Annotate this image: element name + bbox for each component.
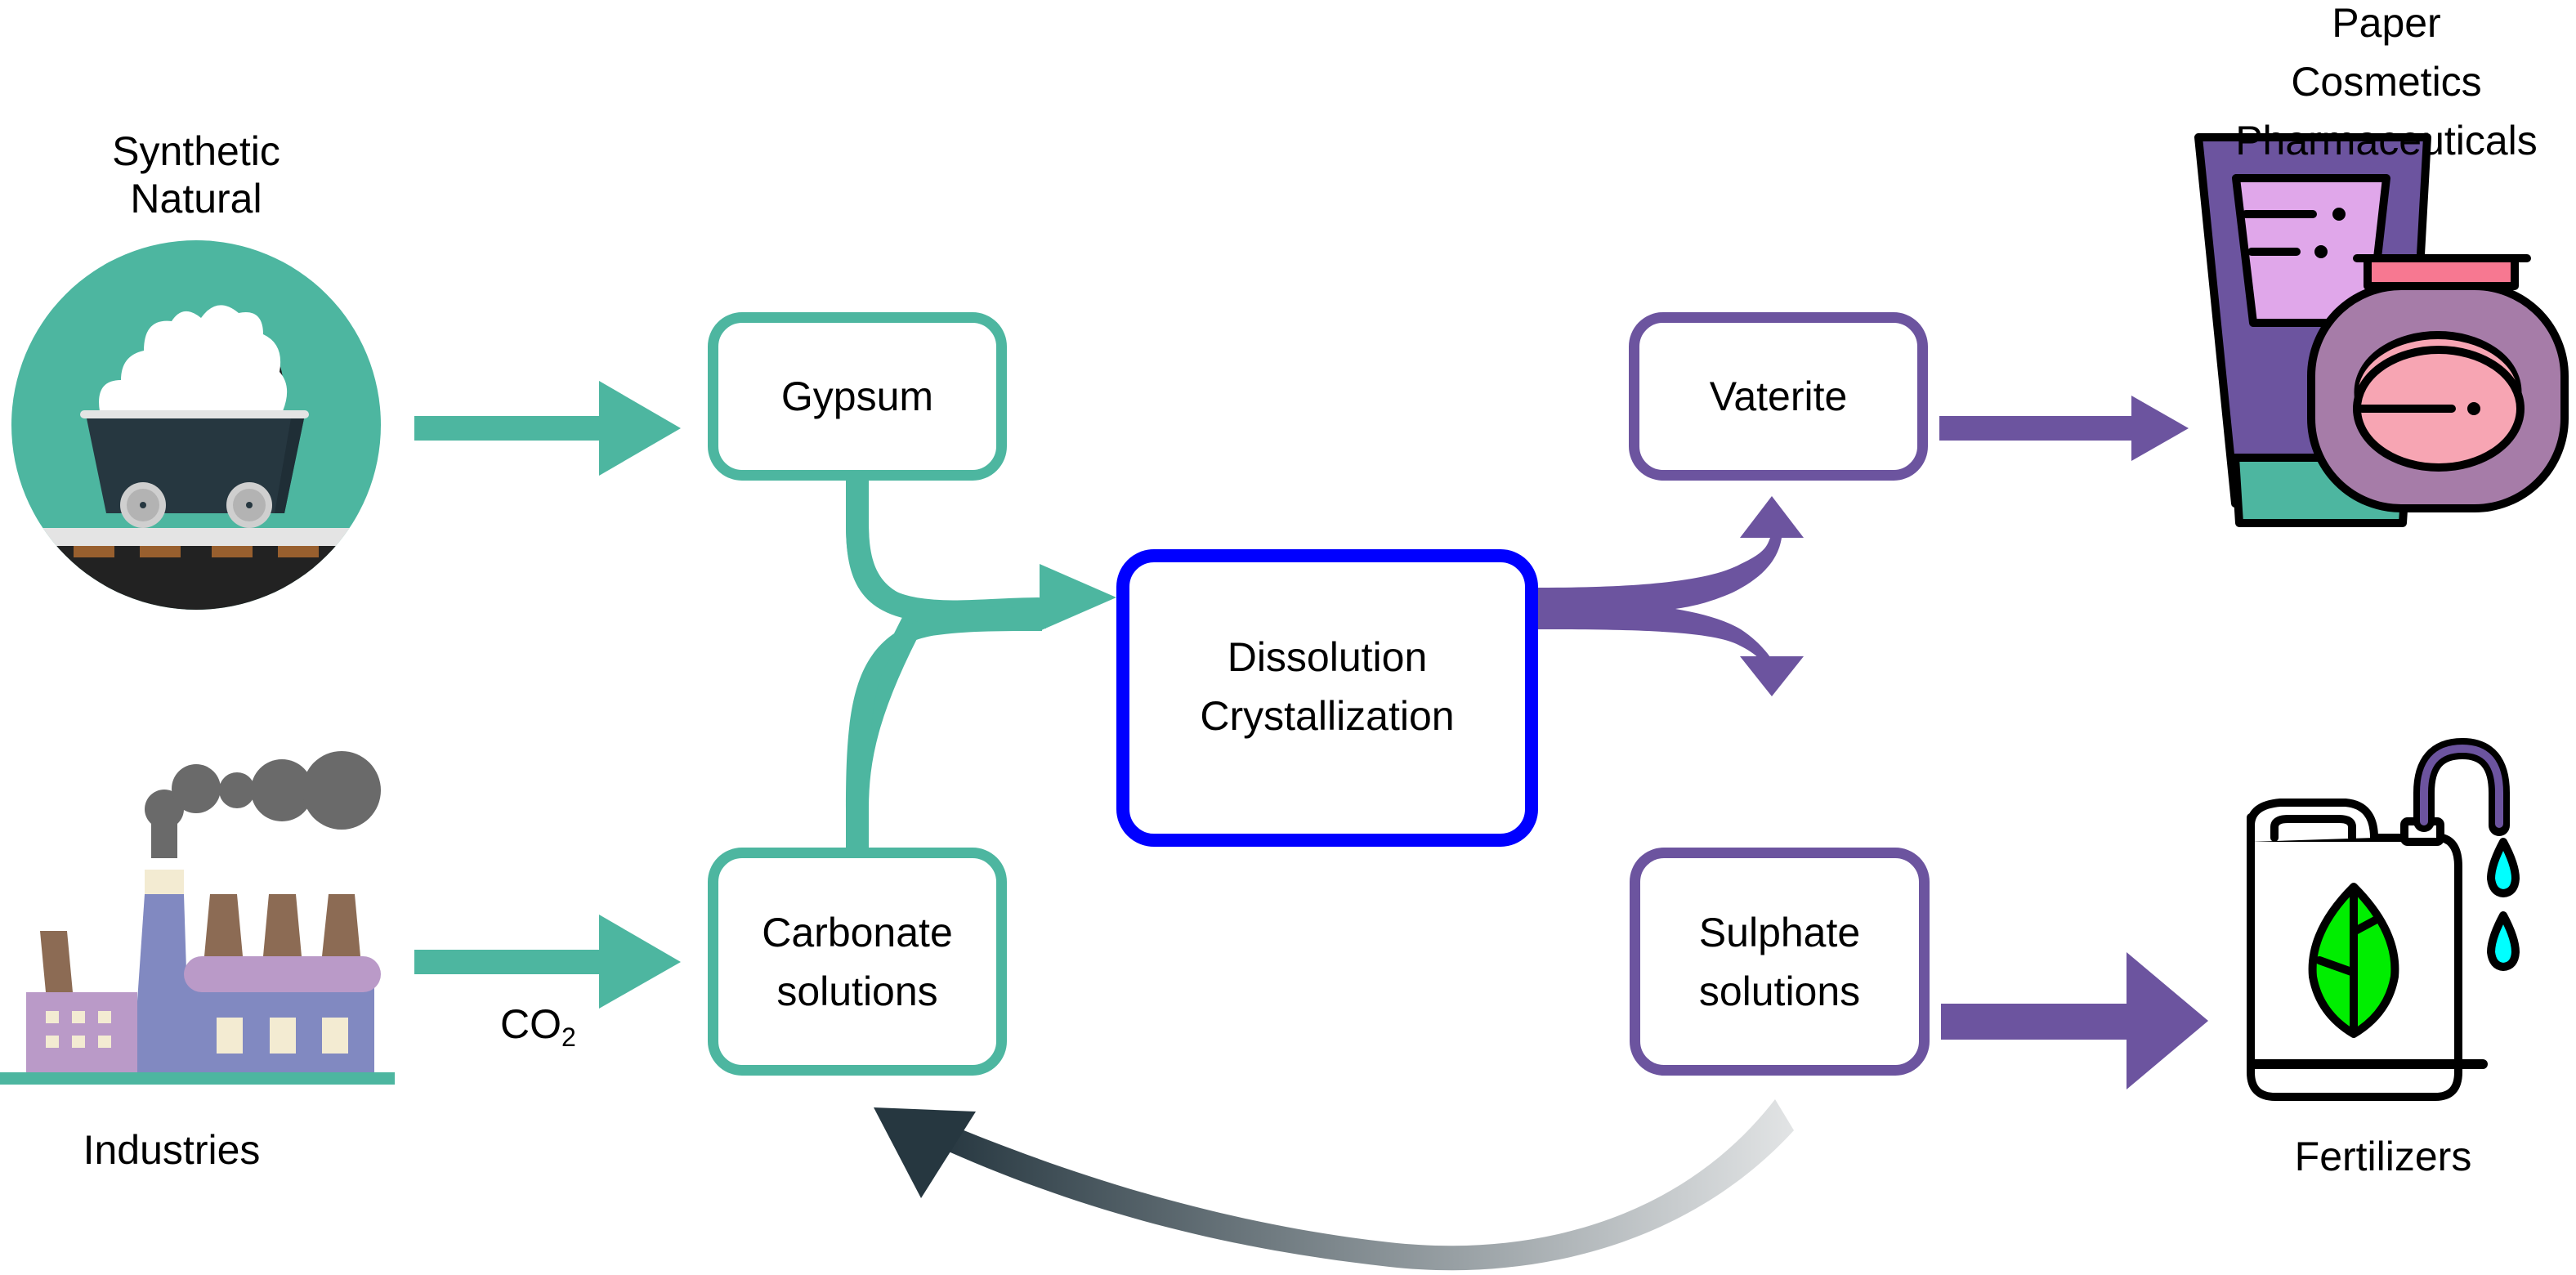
arrow-sulphate-to-fertilizers <box>1941 952 2208 1089</box>
merge-arrows <box>846 481 1116 848</box>
arrow-mine-to-gypsum <box>414 381 681 476</box>
carbonate-label-line2: solutions <box>776 968 938 1014</box>
gypsum-label: Gypsum <box>780 374 934 419</box>
recycle-arrow <box>874 1099 1794 1271</box>
mine-source-label: Synthetic Natural <box>74 128 319 222</box>
uses-line1: Paper <box>2332 0 2441 46</box>
process-label-line2: Crystallization <box>1200 693 1455 739</box>
mine-cart-icon <box>11 240 381 610</box>
vaterite-label: Vaterite <box>1709 374 1848 419</box>
uses-line2: Cosmetics <box>2291 59 2482 105</box>
fertilizers-label: Fertilizers <box>2294 1134 2472 1179</box>
arrow-vaterite-to-uses <box>1939 396 2189 461</box>
mine-label-line2: Natural <box>130 176 262 221</box>
process-label-line1: Dissolution <box>1227 634 1428 680</box>
factory-icon <box>0 751 395 1085</box>
factory-source-label: Industries <box>83 1127 261 1173</box>
process-label: Dissolution Crystallization <box>1180 628 1474 745</box>
mine-label-line1: Synthetic <box>112 128 280 174</box>
cosmetics-icon <box>2194 133 2569 527</box>
co2-label: CO2 <box>500 1000 576 1061</box>
gypsum-node[interactable]: Gypsum <box>708 312 1007 481</box>
vaterite-node[interactable]: Vaterite <box>1629 312 1928 481</box>
arrow-factory-to-carbonate <box>414 915 681 1009</box>
uses-line3: Pharmaceuticals <box>2235 118 2538 163</box>
sulphate-solutions-node[interactable]: Sulphate solutions <box>1630 848 1930 1076</box>
fertilizer-can-icon <box>2247 738 2520 1101</box>
vaterite-uses-label: Paper Cosmetics Pharmaceuticals <box>2207 0 2566 170</box>
sulphate-label-line1: Sulphate <box>1698 909 1861 955</box>
split-arrows <box>1538 496 1804 696</box>
sulphate-label-line2: solutions <box>1698 968 1861 1014</box>
carbonate-label-line1: Carbonate <box>762 909 953 955</box>
co2-main: CO <box>500 1001 561 1047</box>
carbonate-solutions-node[interactable]: Carbonate solutions <box>708 848 1007 1076</box>
co2-subscript: 2 <box>561 1022 576 1052</box>
